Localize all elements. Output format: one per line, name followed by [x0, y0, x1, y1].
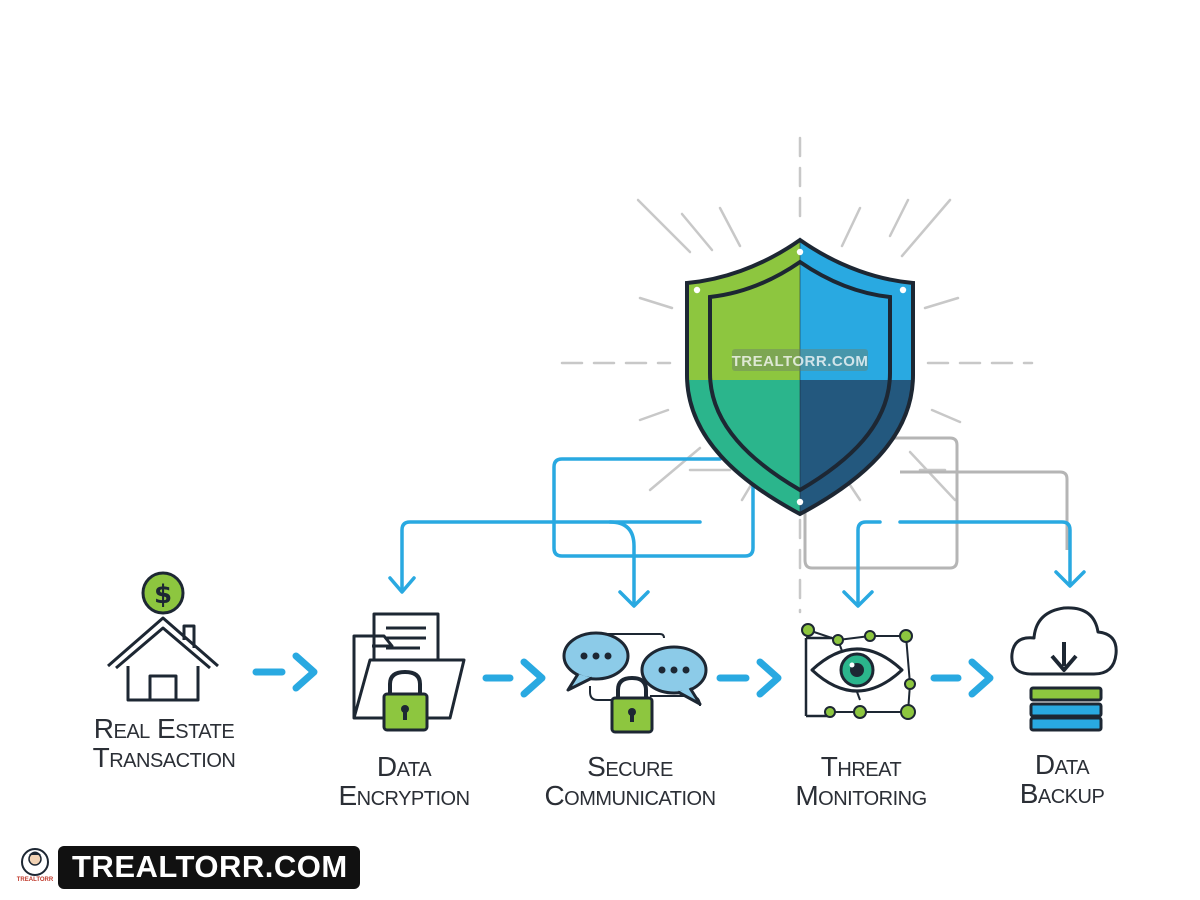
flow-arrow-2: [482, 658, 546, 698]
shield-watermark: TREALTORR.COM: [732, 353, 869, 370]
eye-network-icon: [801, 623, 916, 720]
cloud-backup-icon: [1010, 606, 1118, 732]
shield-rays: [560, 136, 1034, 614]
brand-mini-text: TREALTORR: [17, 877, 54, 883]
flow-arrows: [252, 652, 994, 698]
shield-icon: TREALTORR.COM: [685, 237, 915, 517]
flow-arrow-1: [252, 652, 318, 692]
flow-arrow-4: [930, 658, 994, 698]
brand-avatar-icon: TREALTORR: [17, 848, 54, 883]
chat-lock-icon: [562, 631, 708, 734]
svg-text:$: $: [154, 580, 172, 610]
folder-lock-icon: [352, 612, 466, 732]
brand-footer: TREALTORR.COM: [18, 846, 360, 889]
brand-logo-text: TREALTORR.COM: [58, 846, 360, 889]
gray-connectors: [803, 436, 1069, 570]
house-dollar-icon: $: [107, 571, 219, 702]
flow-arrow-3: [716, 658, 782, 698]
blue-connectors: [388, 457, 1086, 608]
